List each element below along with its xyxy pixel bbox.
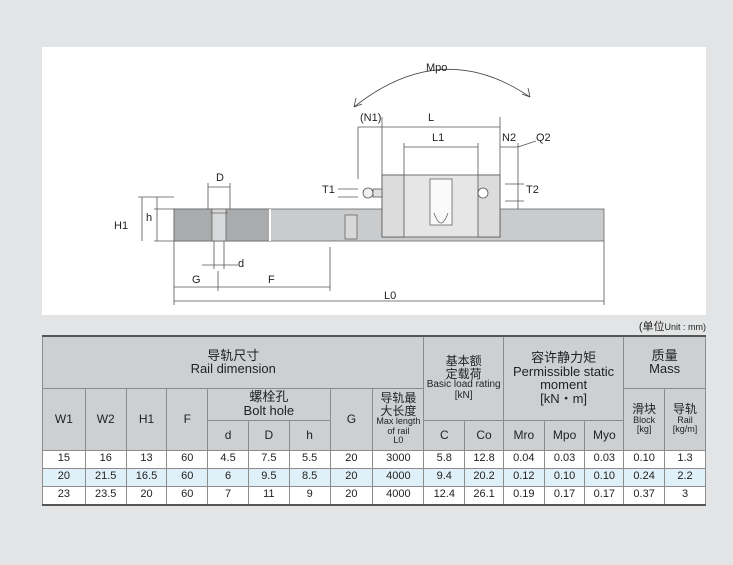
table-cell: 0.10 xyxy=(584,467,625,487)
table-cell: 0.10 xyxy=(543,467,586,487)
table-cell: 20 xyxy=(329,449,374,469)
table-cell: 12.8 xyxy=(464,449,504,469)
table-cell: 60 xyxy=(166,467,209,487)
table-cell: 0.17 xyxy=(584,485,625,505)
label-t2: T2 xyxy=(526,184,539,196)
table-cell: 3 xyxy=(664,485,706,505)
table-cell: 23 xyxy=(42,485,86,505)
table-cell: 0.24 xyxy=(623,467,666,487)
label-d-lower: d xyxy=(238,258,244,270)
table-cell: 0.04 xyxy=(502,449,545,469)
table-cell: 20 xyxy=(329,485,374,505)
bolt-hole xyxy=(211,208,227,242)
table-cell: 60 xyxy=(166,449,209,469)
label-h: h xyxy=(146,212,152,224)
table-cell: 0.12 xyxy=(502,467,545,487)
table-cell: 0.03 xyxy=(584,449,625,469)
table-cell: 16 xyxy=(84,449,127,469)
table-cell: 5.8 xyxy=(423,449,466,469)
table-cell: 1.3 xyxy=(664,449,706,469)
table-cell: 11 xyxy=(247,485,290,505)
label-n2: N2 xyxy=(502,132,516,144)
unit-note-cn: (单位 xyxy=(638,321,665,333)
header-myo: Myo xyxy=(584,419,625,451)
table-cell: 21.5 xyxy=(84,467,127,487)
table-cell: 2.2 xyxy=(664,467,706,487)
label-f: F xyxy=(268,274,275,286)
table-cell: 16.5 xyxy=(125,467,168,487)
table-cell: 9.4 xyxy=(423,467,466,487)
label-q2: Q2 xyxy=(536,132,551,144)
label-l0: L0 xyxy=(384,290,396,302)
q2-hole xyxy=(477,187,489,199)
header-basic-load: 基本额定载荷 Basic load rating [kN] xyxy=(423,335,504,421)
header-c: C xyxy=(423,419,466,451)
table-cell: 4000 xyxy=(372,485,425,505)
table-cell: 0.10 xyxy=(623,449,666,469)
grease-nipple xyxy=(362,187,374,199)
table-cell: 0.37 xyxy=(623,485,666,505)
table-cell: 7 xyxy=(207,485,249,505)
rail-drawing: Mpo (N1) L L1 N2 Q2 T1 T2 D H1 h d G F L… xyxy=(114,62,605,305)
table-cell: 0.03 xyxy=(543,449,586,469)
label-d-upper: D xyxy=(216,172,224,184)
label-t1: T1 xyxy=(322,184,335,196)
label-l1: L1 xyxy=(432,132,444,144)
header-d-big: D xyxy=(247,419,290,451)
header-w1: W1 xyxy=(42,387,86,451)
table-cell: 0.17 xyxy=(543,485,586,505)
table-cell: 6 xyxy=(207,467,249,487)
label-l: L xyxy=(428,112,434,124)
table-cell: 13 xyxy=(125,449,168,469)
label-h1: H1 xyxy=(114,220,128,232)
table-cell: 4000 xyxy=(372,467,425,487)
bolt xyxy=(344,214,358,240)
header-h: h xyxy=(288,419,331,451)
header-max-length: 导轨最大长度 Max length of rail L0 xyxy=(372,387,425,451)
table-cell: 0.19 xyxy=(502,485,545,505)
unit-note-en: Unit : mm) xyxy=(664,322,707,332)
table-cell: 9 xyxy=(288,485,331,505)
header-w2: W2 xyxy=(84,387,127,451)
label-n1: (N1) xyxy=(360,112,381,124)
header-d-small: d xyxy=(207,419,249,451)
header-block: 滑块 Block [kg] xyxy=(623,387,666,451)
table-cell: 8.5 xyxy=(288,467,331,487)
table-cell: 5.5 xyxy=(288,449,331,469)
label-mpo: Mpo xyxy=(426,62,447,74)
table-cell: 20.2 xyxy=(464,467,504,487)
label-g: G xyxy=(192,274,201,286)
header-h1: H1 xyxy=(125,387,168,451)
table-cell: 9.5 xyxy=(247,467,290,487)
unit-note: (单位Unit : mm) xyxy=(639,318,706,334)
header-mpo: Mpo xyxy=(543,419,586,451)
header-mro: Mro xyxy=(502,419,545,451)
table-cell: 20 xyxy=(125,485,168,505)
table-cell: 20 xyxy=(329,467,374,487)
header-f: F xyxy=(166,387,209,451)
table-cell: 23.5 xyxy=(84,485,127,505)
table-cell: 15 xyxy=(42,449,86,469)
table-cell: 7.5 xyxy=(247,449,290,469)
header-co: Co xyxy=(464,419,504,451)
table-cell: 3000 xyxy=(372,449,425,469)
header-g: G xyxy=(329,387,374,451)
table-cell: 12.4 xyxy=(423,485,466,505)
header-rail-mass: 导轨 Rail [kg/m] xyxy=(664,387,706,451)
table-cell: 60 xyxy=(166,485,209,505)
technical-drawing: Mpo (N1) L L1 N2 Q2 T1 T2 D H1 h d G F L… xyxy=(42,47,706,315)
table-cell: 26.1 xyxy=(464,485,504,505)
table-cell: 20 xyxy=(42,467,86,487)
mpo-arc xyxy=(353,68,531,108)
table-cell: 4.5 xyxy=(207,449,249,469)
